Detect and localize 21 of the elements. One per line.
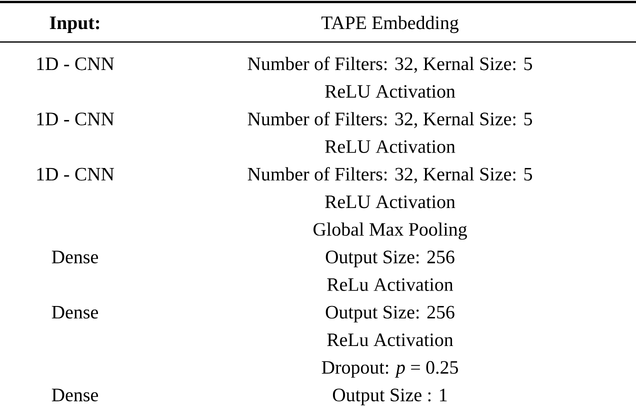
table-text: ReLu Activation [327,278,454,291]
table-text: ReLU Activation [325,140,456,153]
table-text: Global Max Pooling [314,222,467,240]
table-text: ReLU Activation [325,195,456,208]
table-text: Number of Filters: 32, Kernal Size: 5 [248,167,532,184]
table-text: Dense [52,388,98,402]
table-text: 1D - CNN [37,57,114,70]
table-text: ReLU Activation [325,85,456,98]
column-header: Input: [50,16,100,34]
table-text: Output Size: 256 [326,306,454,322]
table-text: Output Size: 256 [326,250,454,268]
table-text: 1D - CNN [37,168,114,181]
table-text: 1D - CNN [37,112,114,126]
table-text: Output Size : 1 [332,388,447,406]
table-text: Dense [52,306,98,319]
table-text: Number of Filters: 32, Kernal Size: 5 [248,56,532,73]
column-header: TAPE Embedding [321,16,459,34]
table-text: Dense [52,250,98,264]
table-text: ReLu Activation [327,333,454,346]
table-text: Number of Filters: 32, Kernal Size: 5 [248,112,532,128]
table-text: Dropout: p = 0.25 [322,361,458,378]
